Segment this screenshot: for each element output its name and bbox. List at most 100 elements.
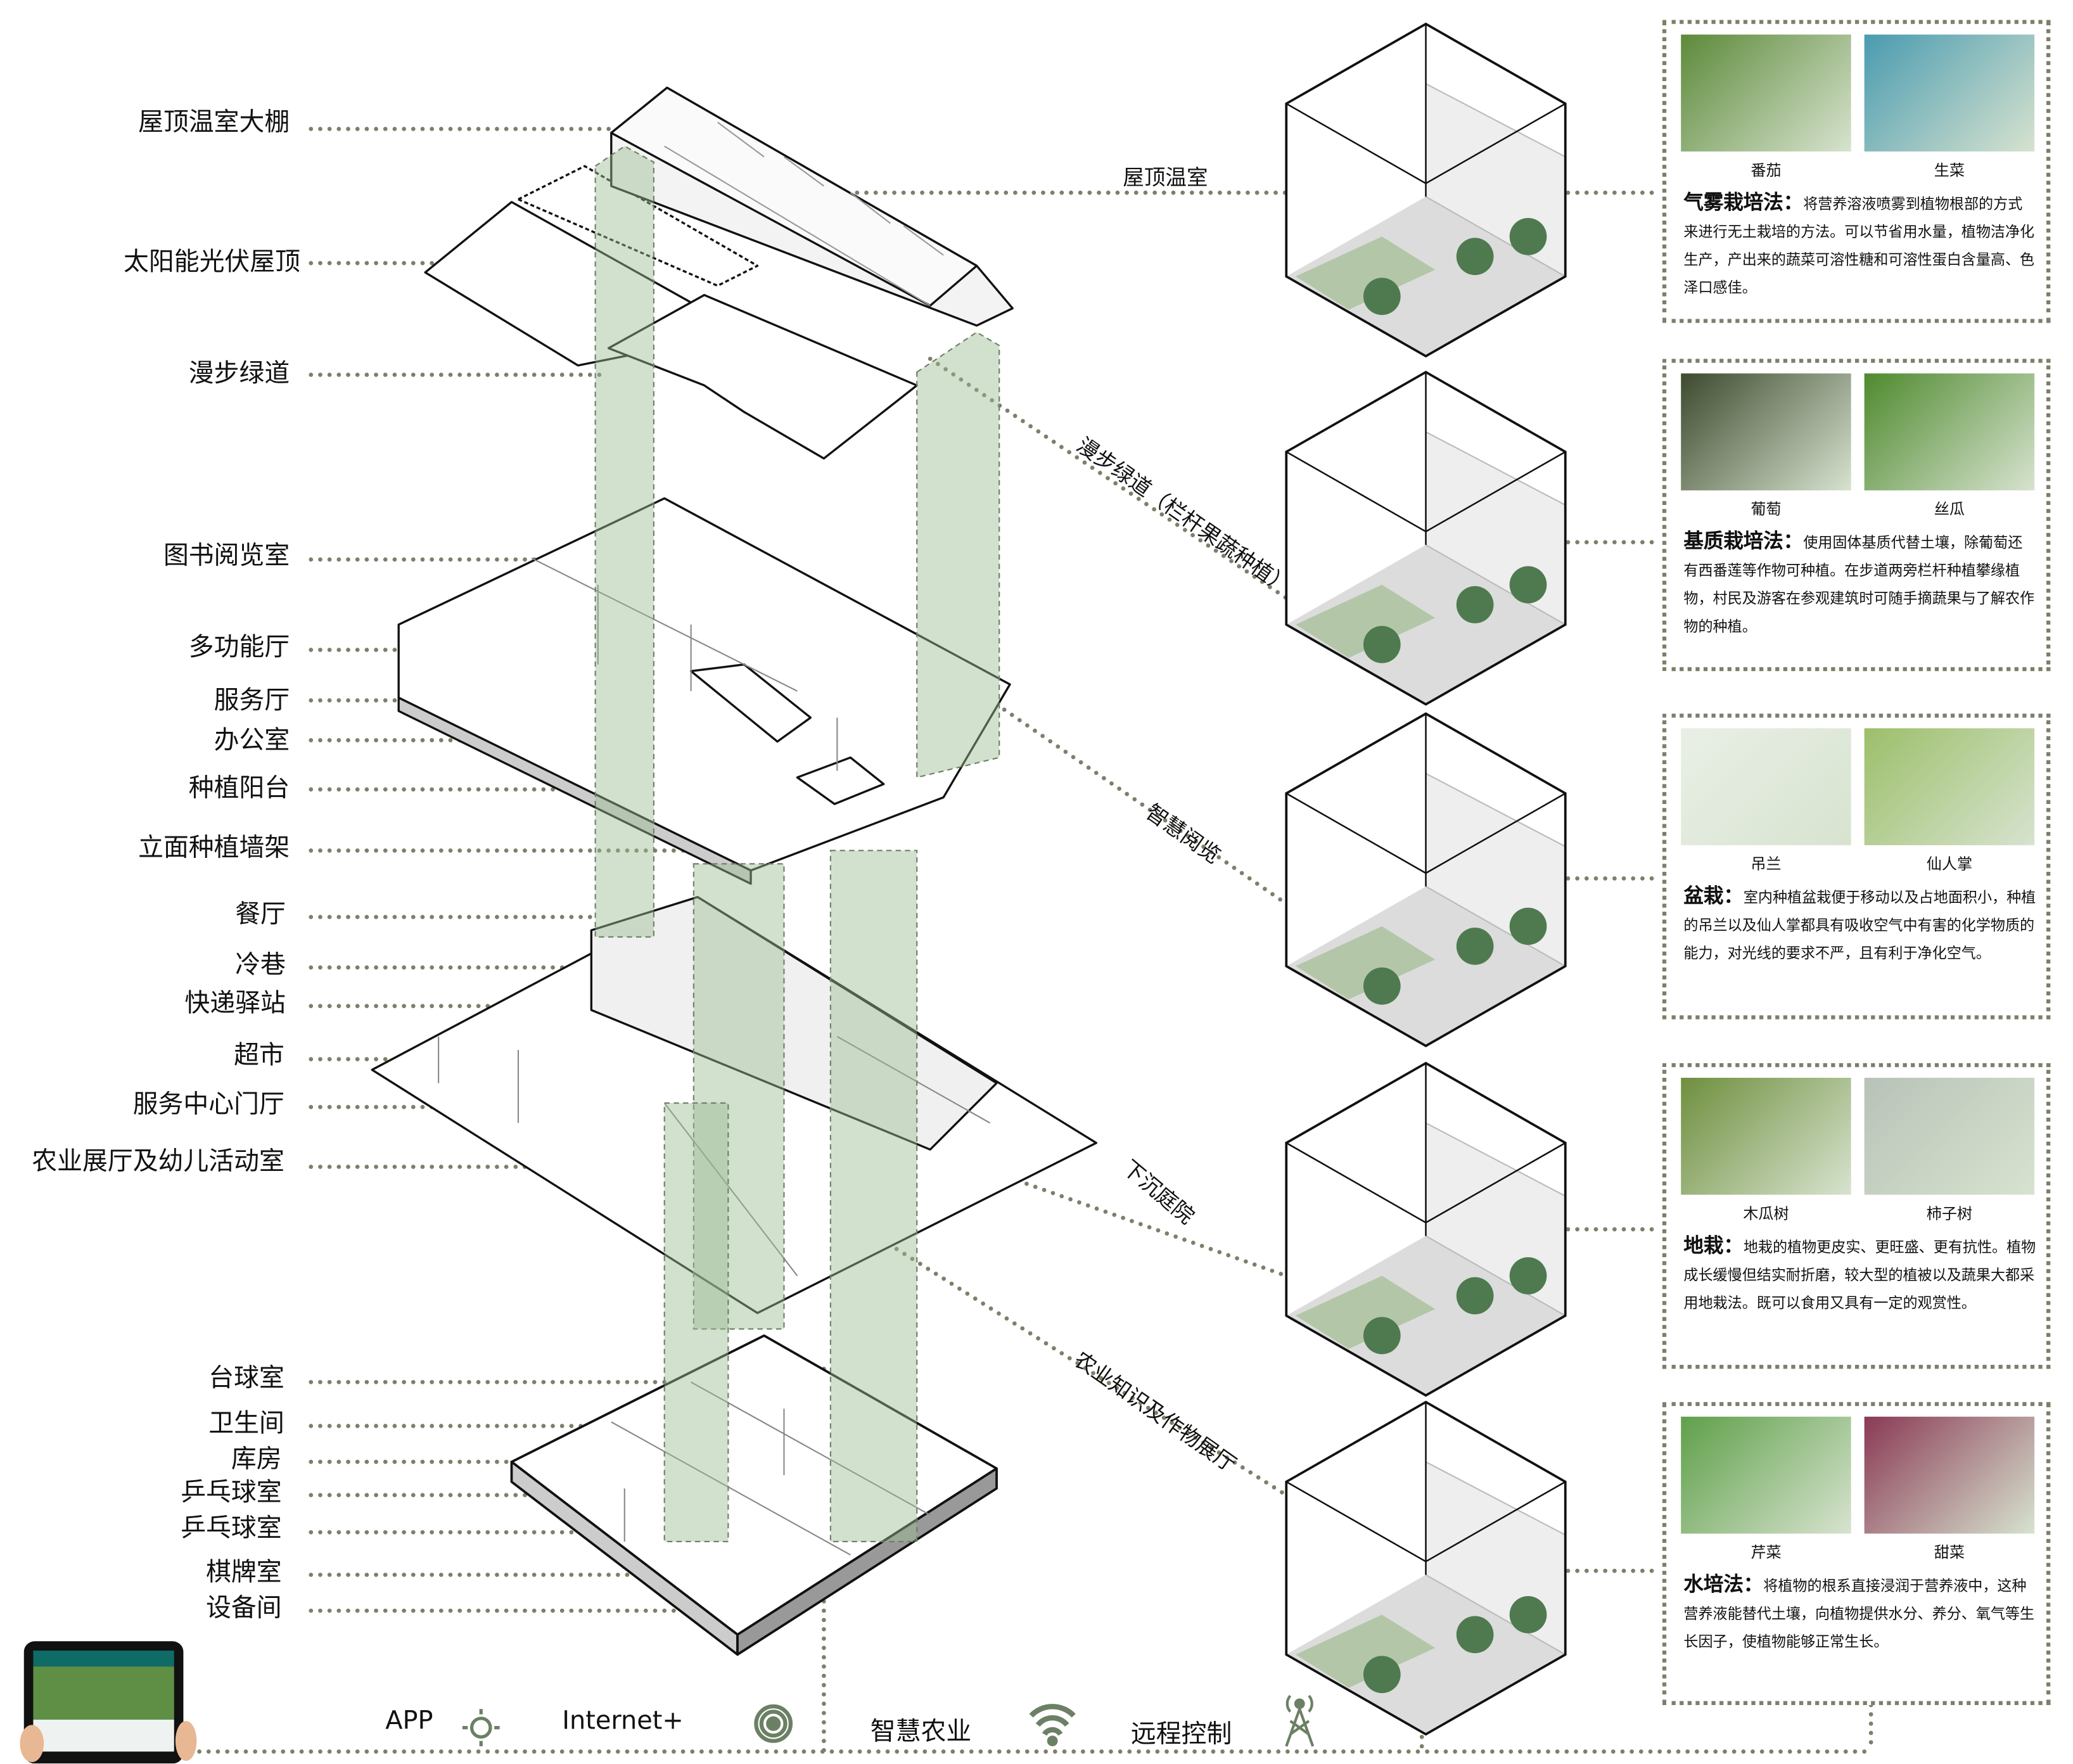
tree-icon xyxy=(1363,278,1401,316)
tree-icon xyxy=(1363,1317,1401,1355)
method-text: 使用固体基质代替土壤，除葡萄还有西番莲等作物可种植。在步道两旁栏杆种植攀缘植物，… xyxy=(1683,534,2035,636)
plant-image xyxy=(1864,1077,2035,1195)
basement-layer xyxy=(510,1334,998,1656)
method-title: 水培法： xyxy=(1683,1572,1764,1596)
tree-icon xyxy=(1363,967,1401,1005)
plant-image xyxy=(1864,1416,2035,1534)
tree-icon xyxy=(1509,1595,1547,1633)
method-title: 盆栽： xyxy=(1683,883,1744,908)
tower-icon xyxy=(1285,1694,1315,1747)
plant-method-panel: 番茄 生菜 气雾栽培法：将营养溶液喷雾到植物根部的方式来进行无土栽培的方法。可以节… xyxy=(1662,20,2051,323)
second-floor-layer xyxy=(397,497,1011,885)
method-title: 地栽： xyxy=(1683,1233,1744,1258)
method-text: 将营养溶液喷雾到植物根部的方式来进行无土栽培的方法。可以节省用水量，植物洁净化生… xyxy=(1683,195,2035,297)
label-facade-planting-rack: 立面种植墙架 xyxy=(138,833,290,863)
signal-icon xyxy=(754,1704,793,1743)
photo-caption: 生菜 xyxy=(1934,160,1965,180)
method-text: 将植物的根系直接浸润于营养液中，这种营养液能替代土壤，向植物提供水分、养分、氧气… xyxy=(1683,1577,2035,1651)
photo-caption: 丝瓜 xyxy=(1934,499,1965,518)
label-chess-room: 棋牌室 xyxy=(206,1557,282,1587)
plant-photo: 柿子树 xyxy=(1864,1077,2035,1224)
label-equipment-room: 设备间 xyxy=(206,1593,282,1623)
label-restroom: 卫生间 xyxy=(208,1409,284,1438)
plant-photo: 木瓜树 xyxy=(1681,1077,1851,1224)
method-text: 室内种植盆栽便于移动以及占地面积小，种植的吊兰以及仙人掌都具有吸收空气中有害的化… xyxy=(1683,889,2036,962)
method-description: 气雾栽培法：将营养溶液喷雾到植物根部的方式来进行无土栽培的方法。可以节省用水量，… xyxy=(1666,181,2046,302)
scene-cube xyxy=(1285,1400,1567,1736)
tree-icon xyxy=(1456,238,1494,276)
plant-method-panel: 葡萄 丝瓜 基质栽培法：使用固体基质代替土壤，除葡萄还有西番莲等作物可种植。在步道… xyxy=(1662,359,2051,672)
label-pingpong-2: 乒乓球室 xyxy=(181,1513,282,1544)
photo-caption: 吊兰 xyxy=(1751,854,1782,873)
plant-method-panel: 芹菜 甜菜 水培法：将植物的根系直接浸润于营养液中，这种营养液能替代土壤，向植物提… xyxy=(1662,1402,2051,1705)
method-text: 地栽的植物更皮实、更旺盛、更有抗性。植物成长缓慢但结实耐折磨，较大型的植被以及蔬… xyxy=(1683,1238,2036,1312)
plant-method-panel: 木瓜树柿子树 地栽：地栽的植物更皮实、更旺盛、更有抗性。植物成长缓慢但结实耐折磨… xyxy=(1662,1063,2051,1369)
plant-photo: 葡萄 xyxy=(1681,373,1851,520)
label-service-hall: 服务厅 xyxy=(214,686,290,715)
label-smart-agriculture: 智慧农业 xyxy=(870,1716,972,1746)
tree-icon xyxy=(1363,625,1401,663)
label-agri-exhibition: 农业展厅及幼儿活动室 xyxy=(32,1147,284,1177)
plant-photo: 番茄 xyxy=(1681,34,1851,181)
plant-photo: 生菜 xyxy=(1864,34,2035,181)
photo-caption: 甜菜 xyxy=(1934,1543,1965,1562)
plant-image xyxy=(1864,728,2035,845)
plant-photo: 吊兰 xyxy=(1681,728,1851,874)
label-walking-greenway: 漫步绿道 xyxy=(188,359,290,388)
plant-image xyxy=(1864,34,2035,152)
photo-caption: 番茄 xyxy=(1751,160,1782,180)
label-remote-control: 远程控制 xyxy=(1130,1720,1232,1749)
plant-image xyxy=(1681,1077,1851,1195)
plant-photo: 丝瓜 xyxy=(1864,373,2035,520)
plant-image xyxy=(1681,1416,1851,1534)
label-office: 办公室 xyxy=(214,725,290,755)
label-billiards: 台球室 xyxy=(208,1363,284,1393)
label-rooftop-greenhouse: 屋顶温室大棚 xyxy=(138,107,290,137)
tree-icon xyxy=(1456,1277,1494,1315)
scene-cube xyxy=(1285,371,1567,706)
photo-caption: 柿子树 xyxy=(1926,1204,1973,1223)
label-storage: 库房 xyxy=(231,1444,282,1474)
label-reading-room: 图书阅览室 xyxy=(163,540,290,570)
tree-icon xyxy=(1509,1257,1547,1294)
photo-caption: 葡萄 xyxy=(1751,499,1782,518)
plant-image xyxy=(1681,728,1851,845)
method-description: 基质栽培法：使用固体基质代替土壤，除葡萄还有西番莲等作物可种植。在步道两旁栏杆种… xyxy=(1666,520,2046,641)
label-service-lobby: 服务中心门厅 xyxy=(132,1089,284,1120)
plant-image xyxy=(1681,34,1851,152)
label-supermarket: 超市 xyxy=(234,1040,284,1070)
photo-caption: 芹菜 xyxy=(1751,1543,1782,1562)
leader-lines xyxy=(197,127,1876,1754)
label-app: APP xyxy=(385,1706,433,1736)
tree-icon xyxy=(1509,907,1547,945)
label-express-station: 快递驿站 xyxy=(184,988,286,1018)
scene-cubes xyxy=(1285,22,1567,1736)
green-columns xyxy=(594,145,1000,1543)
label-planting-balcony: 种植阳台 xyxy=(188,773,290,803)
scene-cube xyxy=(1285,712,1567,1047)
scene-cube xyxy=(1285,22,1567,358)
label-rooftop-greenhouse-scene: 屋顶温室 xyxy=(1123,165,1208,190)
label-restaurant: 餐厅 xyxy=(235,899,286,930)
method-title: 基质栽培法： xyxy=(1683,528,1804,553)
plant-method-panel: 吊兰 仙人掌 盆栽：室内种植盆栽便于移动以及占地面积小，种植的吊兰以及仙人掌都具有… xyxy=(1662,713,2051,1019)
photo-caption: 仙人掌 xyxy=(1926,854,1973,873)
plant-photo: 芹菜 xyxy=(1681,1416,1851,1563)
first-floor-layer xyxy=(371,896,1098,1314)
label-multifunction-hall: 多功能厅 xyxy=(188,632,290,662)
plant-photo: 甜菜 xyxy=(1864,1416,2035,1563)
wifi-icon xyxy=(1029,1704,1076,1746)
method-description: 水培法：将植物的根系直接浸润于营养液中，这种营养液能替代土壤，向植物提供水分、养… xyxy=(1666,1563,2046,1656)
label-solar-roof: 太阳能光伏屋顶 xyxy=(124,247,301,277)
plant-image xyxy=(1681,373,1851,490)
tree-icon xyxy=(1509,217,1547,255)
method-description: 地栽：地栽的植物更皮实、更旺盛、更有抗性。植物成长缓慢但结实耐折磨，较大型的植被… xyxy=(1666,1224,2046,1317)
sun-icon xyxy=(462,1709,500,1746)
tree-icon xyxy=(1456,585,1494,623)
scene-cube xyxy=(1285,1061,1567,1397)
label-internet-plus: Internet+ xyxy=(562,1706,684,1736)
tree-icon xyxy=(1363,1656,1401,1694)
method-description: 盆栽：室内种植盆栽便于移动以及占地面积小，种植的吊兰以及仙人掌都具有吸收空气中有… xyxy=(1666,874,2046,968)
